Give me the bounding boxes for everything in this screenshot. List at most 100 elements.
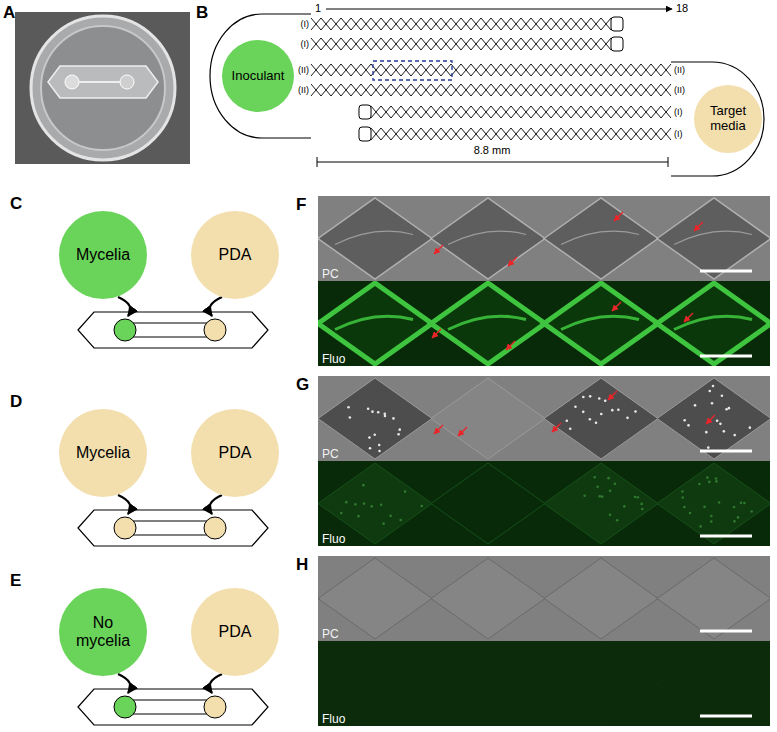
spore-dot (616, 519, 619, 522)
panel-label: F (296, 196, 306, 213)
image-background (318, 461, 770, 546)
panel-label: G (296, 376, 309, 393)
spore-dot (368, 436, 371, 439)
red-arrow (706, 415, 715, 424)
spore-dot (378, 450, 381, 453)
media-circle: Target media (694, 85, 762, 153)
zigzag-channel (311, 84, 671, 96)
chamber (657, 378, 770, 459)
spore-dot (712, 385, 715, 388)
spore-dot (582, 411, 585, 414)
media-circle: No mycelia (59, 588, 147, 676)
node-text: PDA (219, 246, 252, 264)
zigzag-channel (311, 18, 611, 30)
chamber (318, 378, 432, 459)
petri-dish (31, 16, 175, 160)
spore-dot (369, 447, 372, 450)
zigzag-channel (371, 128, 671, 140)
image-background (318, 376, 770, 461)
spore-dot (347, 406, 350, 409)
spore-dot (711, 402, 714, 405)
scale-bar (700, 715, 752, 718)
channel-type-label: (II) (674, 86, 685, 95)
spore-dot (389, 515, 392, 518)
chip-channel (79, 81, 120, 83)
spore-dot (634, 410, 637, 413)
zigzag-channel (371, 106, 671, 118)
channel-end (611, 17, 623, 31)
chamber (318, 283, 432, 364)
spore-dot (725, 408, 728, 411)
spore-dot (598, 397, 601, 400)
spore-dot (716, 419, 719, 422)
zigzag-channel (311, 64, 671, 76)
spore-dot (708, 390, 711, 393)
figure-label: PC (322, 448, 339, 460)
node-text: Target media (702, 104, 754, 134)
spore-dot (698, 483, 701, 486)
spore-dot (733, 434, 736, 437)
hypha (561, 316, 639, 329)
panel-label: E (10, 572, 21, 589)
channel-end (611, 37, 623, 51)
node-text: No mycelia (70, 614, 136, 651)
panel-label: D (10, 393, 22, 410)
chip-well (65, 75, 79, 89)
panel-label: C (10, 195, 22, 212)
spore-dot (703, 506, 706, 509)
channel-end (359, 127, 371, 141)
chamber (657, 198, 770, 279)
hypha (674, 231, 752, 244)
count-arrow (326, 9, 672, 10)
node-text: Mycelia (76, 444, 130, 462)
device-well (114, 319, 136, 341)
spore-dot (582, 396, 585, 399)
inlet-outline (210, 14, 311, 138)
spore-dot (609, 514, 612, 517)
figure-label: Fluo (322, 353, 345, 365)
scale-bar (700, 355, 752, 358)
spore-dot (718, 501, 721, 504)
figure-label: PC (322, 268, 339, 280)
spore-dot (750, 510, 753, 513)
panel-label: H (296, 556, 308, 573)
chamber (318, 643, 432, 724)
spore-dot (601, 495, 604, 498)
device-outline (78, 510, 268, 546)
spore-dot (574, 405, 577, 408)
micrograph (318, 281, 770, 366)
channel-type-label: (II) (674, 66, 685, 75)
micrograph (318, 376, 770, 461)
spore-dot (600, 413, 603, 416)
spore-dot (743, 502, 746, 505)
spore-dot (737, 516, 740, 519)
chamber (544, 283, 658, 364)
spore-dot (370, 505, 373, 508)
panel-label: A (3, 4, 15, 21)
red-arrow (458, 427, 467, 436)
spore-dot (380, 503, 383, 506)
chamber (544, 558, 658, 639)
channel-type-label: (II) (298, 66, 309, 75)
device-outline (78, 689, 268, 725)
figure-label: 1 (315, 3, 321, 14)
node-text: Inoculant (232, 69, 285, 84)
device-channel (125, 521, 215, 535)
spore-dot (681, 496, 684, 499)
spore-dot (706, 476, 709, 479)
channel-type-label: (I) (674, 108, 683, 117)
figure-label: Fluo (322, 713, 345, 725)
chamber (431, 558, 545, 639)
red-arrow (614, 212, 623, 221)
hypha (335, 316, 413, 329)
node-text: PDA (219, 623, 252, 641)
panel-label: B (196, 4, 208, 21)
scale-tick (668, 157, 669, 167)
spore-dot (566, 419, 569, 422)
chamber (657, 643, 770, 724)
petri-dish-inner (41, 26, 165, 150)
zigzag-channel (371, 128, 671, 140)
micrograph (318, 641, 770, 726)
red-arrow (434, 245, 443, 254)
chamber (431, 378, 545, 459)
